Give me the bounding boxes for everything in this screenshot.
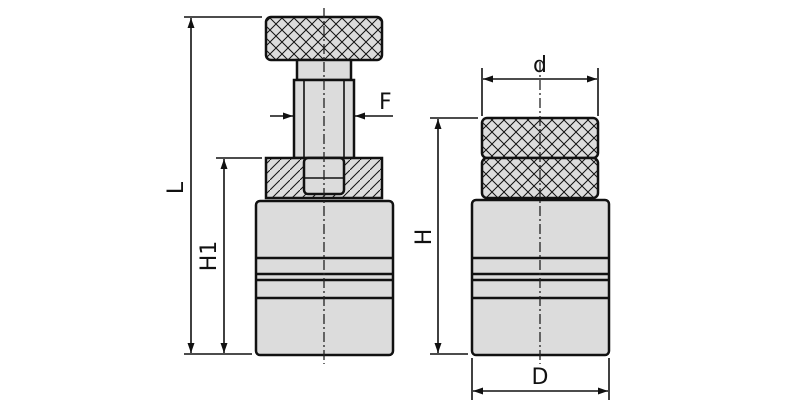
label-d: d bbox=[533, 53, 547, 78]
right-view bbox=[470, 62, 611, 364]
right-body bbox=[470, 198, 611, 357]
dimension-d: d bbox=[481, 53, 599, 116]
dimension-D: D bbox=[471, 358, 610, 400]
label-L: L bbox=[164, 181, 189, 194]
label-H1: H1 bbox=[197, 241, 222, 272]
dimension-H1: H1 bbox=[197, 157, 262, 353]
label-H: H bbox=[412, 229, 437, 246]
label-F: F bbox=[379, 90, 392, 115]
dimension-F: F bbox=[270, 90, 393, 120]
dimension-L: L bbox=[164, 16, 262, 355]
dimension-H: H bbox=[412, 117, 478, 355]
left-view bbox=[254, 8, 395, 364]
label-D: D bbox=[532, 365, 549, 390]
